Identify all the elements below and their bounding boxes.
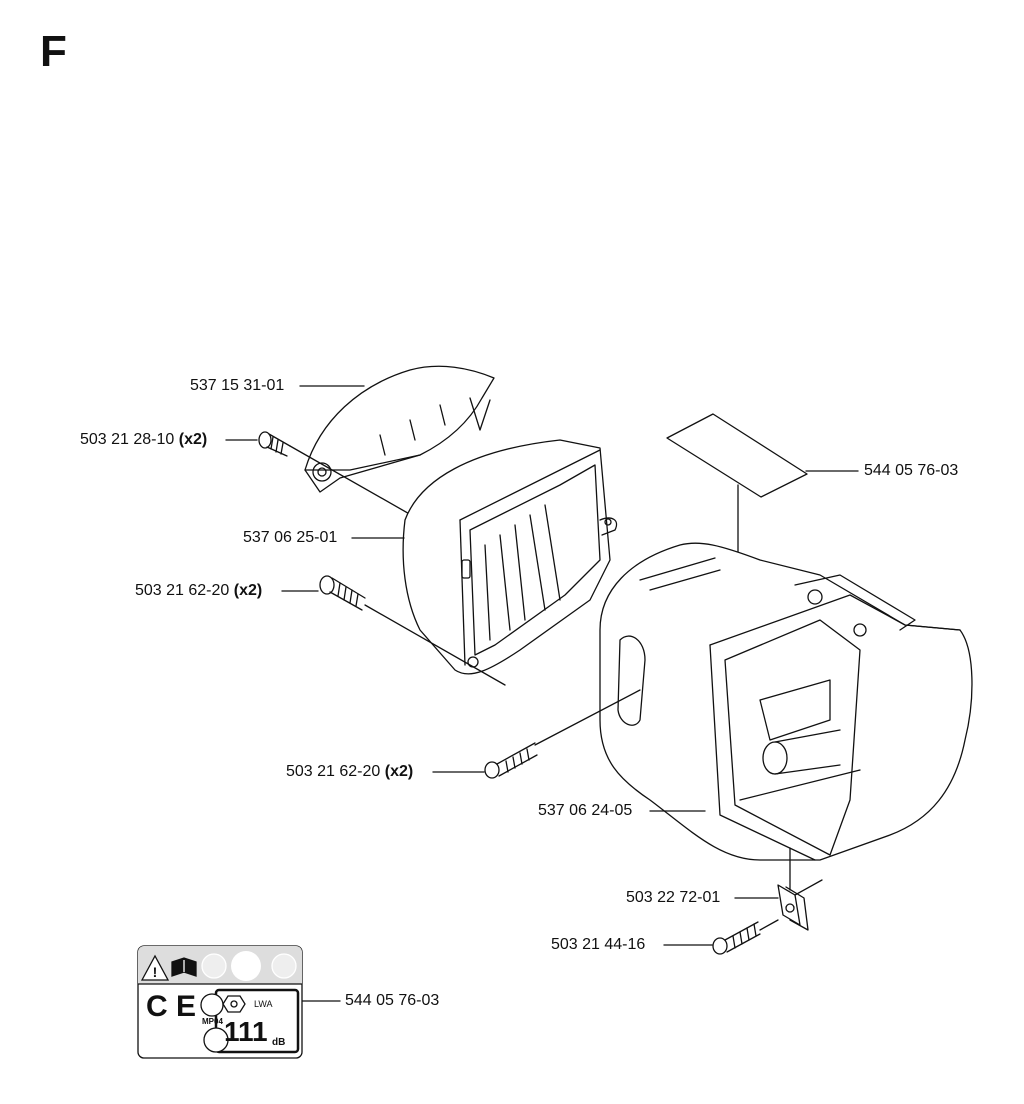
ce-mark-text: C E	[146, 990, 197, 1023]
screw-mid-part	[319, 575, 506, 686]
tb-mark-icon	[203, 1027, 229, 1053]
section-letter: F	[40, 27, 67, 76]
part-number: 537 06 25-01	[243, 529, 338, 546]
callout-clip-nut: 503 22 72-01	[626, 890, 720, 906]
warning-decal: !	[137, 945, 303, 1059]
cylinder-cover-part	[402, 439, 618, 675]
screw-lower-part	[484, 689, 641, 779]
screw-top-part	[258, 431, 421, 521]
callout-screw-lower: 503 21 62-20 (x2)	[286, 764, 413, 780]
callout-cylinder-cover: 537 06 25-01	[243, 530, 337, 546]
callout-screw-bottom: 503 21 44-16	[551, 937, 645, 953]
clip-nut-part	[777, 879, 823, 931]
mp-code-text: MP04	[202, 1017, 223, 1026]
part-number: 503 22 72-01	[626, 889, 721, 906]
screw-bottom-part	[712, 919, 779, 955]
nut-icon	[222, 995, 246, 1013]
part-number: 503 21 28-10	[80, 431, 175, 448]
callout-label-bottom: 544 05 76-03	[345, 993, 439, 1009]
callout-screw-top: 503 21 28-10 (x2)	[80, 432, 207, 448]
sound-level-value: 111	[224, 1016, 268, 1047]
part-number: 544 05 76-03	[345, 992, 440, 1009]
part-number: 503 21 62-20	[286, 763, 381, 780]
quantity: (x2)	[233, 582, 263, 599]
part-number: 544 05 76-03	[864, 462, 959, 479]
warning-triangle-icon: !	[140, 954, 170, 981]
part-number: 503 21 62-20	[135, 582, 230, 599]
blank-disc-icon	[231, 951, 261, 981]
part-number: 537 15 31-01	[190, 377, 285, 394]
callout-cover-top: 537 15 31-01	[190, 378, 284, 394]
callout-screw-mid: 503 21 62-20 (x2)	[135, 583, 262, 599]
quantity: (x2)	[384, 763, 414, 780]
housing-part	[599, 542, 973, 891]
pct-mark-icon	[200, 993, 224, 1017]
quantity: (x2)	[178, 431, 208, 448]
callout-housing: 537 06 24-05	[538, 803, 632, 819]
part-number: 537 06 24-05	[538, 802, 633, 819]
part-number: 503 21 44-16	[551, 936, 646, 953]
manual-book-icon	[171, 957, 197, 977]
sound-unit-text: dB	[272, 1037, 286, 1048]
callout-label-top: 544 05 76-03	[864, 463, 958, 479]
ear-protection-icon	[201, 953, 227, 979]
lwa-text: LWA	[254, 999, 273, 1009]
top-cover-part	[304, 365, 495, 493]
svg-text:!: !	[153, 964, 158, 980]
gloves-icon	[271, 953, 297, 979]
